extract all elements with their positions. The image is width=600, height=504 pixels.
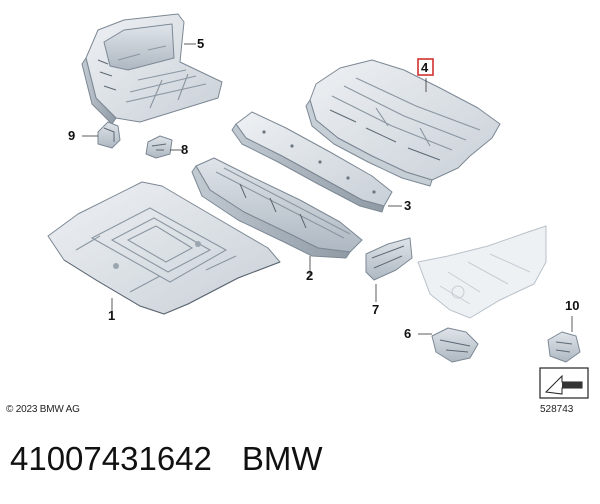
part-8-bracket	[145, 135, 173, 159]
brand-name: BMW	[241, 440, 323, 477]
part-3-cross-rail	[231, 111, 393, 213]
diagram-number: 528743	[540, 404, 574, 415]
part-number: 41007431642	[10, 440, 212, 477]
callout-5: 5	[197, 36, 204, 51]
callout-4: 4	[421, 60, 429, 75]
part-7-reinforcement	[365, 237, 413, 281]
part-2-center-member	[191, 157, 363, 259]
part-1-floor-pan	[47, 181, 281, 315]
arrow-icon	[539, 367, 589, 399]
highlight-frame	[417, 58, 434, 76]
callout-7: 7	[372, 302, 379, 317]
callout-8: 8	[181, 142, 188, 157]
callout-1: 1	[108, 308, 115, 323]
part-6-bracket	[431, 327, 479, 363]
footer-caption: 41007431642 BMW	[10, 440, 323, 478]
callout-10: 10	[565, 298, 579, 313]
part-5-rear-floor-section	[81, 13, 223, 125]
part-10-clip	[547, 331, 581, 363]
callout-6: 6	[404, 326, 411, 341]
callout-9: 9	[68, 128, 75, 143]
part-9-bracket	[97, 121, 121, 149]
callout-2: 2	[306, 268, 313, 283]
context-body-structure	[417, 225, 547, 319]
callout-3: 3	[404, 198, 411, 213]
copyright-text: © 2023 BMW AG	[6, 404, 80, 415]
part-4-rear-floor-panel	[305, 59, 501, 187]
